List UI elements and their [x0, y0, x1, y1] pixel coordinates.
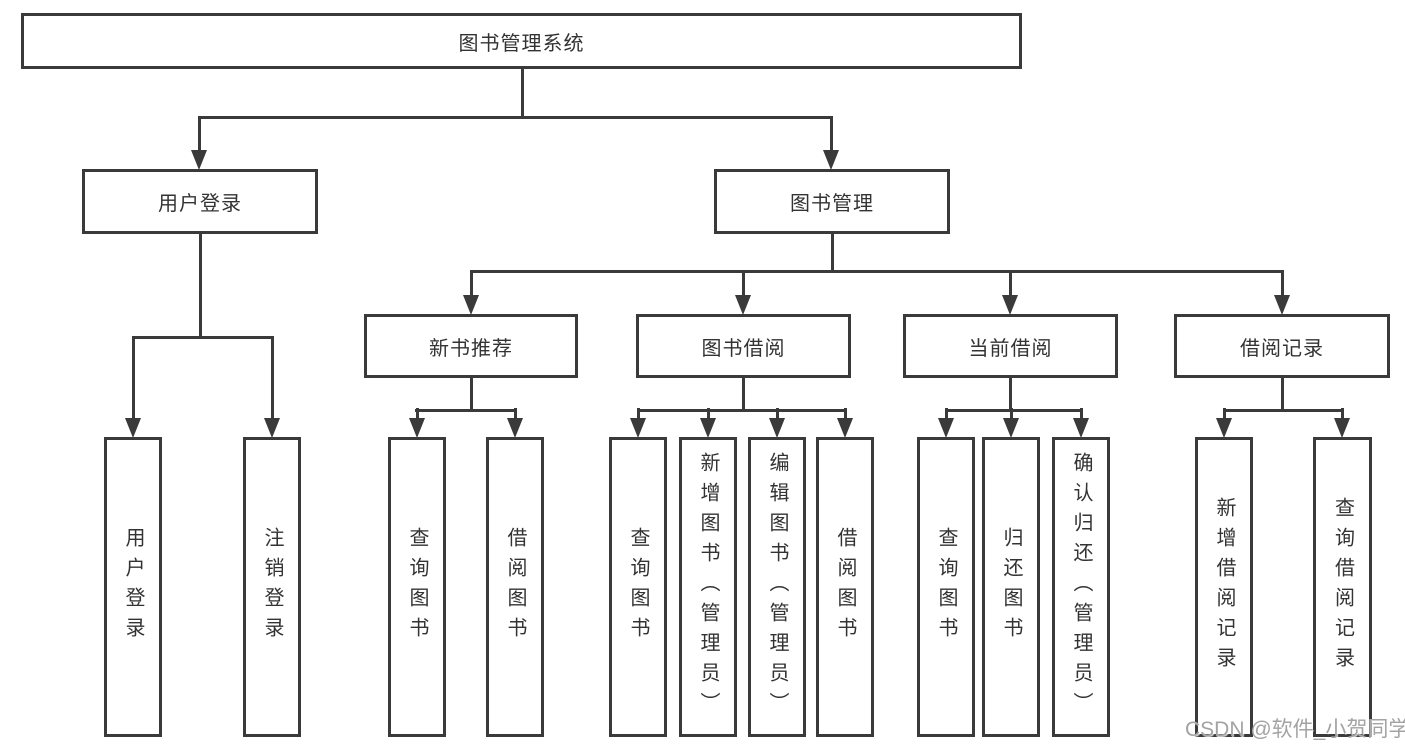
leaf-query-borrow-record: 查询借阅记录 [1313, 437, 1372, 737]
arrow-down-icon [1274, 271, 1290, 315]
arrow-down-icon [125, 337, 141, 438]
arrow-down-icon [837, 408, 853, 438]
connector-line [636, 408, 847, 412]
node-root: 图书管理系统 [21, 13, 1022, 69]
arrow-down-icon [1003, 408, 1019, 438]
arrow-down-icon [1002, 271, 1018, 315]
arrow-down-icon [769, 408, 785, 438]
leaf-user-login: 用户登录 [104, 437, 162, 737]
leaf-query-books-borrowing: 查询图书 [609, 437, 667, 737]
connector-line [1222, 408, 1344, 412]
connector-line [198, 233, 202, 338]
arrow-down-icon [1334, 408, 1350, 438]
arrow-down-icon [1216, 408, 1232, 438]
arrow-down-icon [463, 271, 479, 315]
connector-line [520, 69, 524, 118]
arrow-down-icon [735, 271, 751, 315]
connector-line [197, 115, 833, 119]
arrow-down-icon [409, 408, 425, 438]
leaf-add-book-admin: 新增图书（管理员） [679, 437, 737, 737]
leaf-borrow-books-recommend: 借阅图书 [486, 437, 544, 737]
node-book-management: 图书管理 [714, 169, 950, 234]
arrow-down-icon [191, 117, 207, 170]
arrow-down-icon [823, 117, 839, 170]
leaf-logout: 注销登录 [243, 437, 301, 737]
connector-line [944, 408, 1083, 412]
leaf-confirm-return-admin: 确认归还（管理员） [1052, 437, 1110, 737]
connector-line [131, 335, 274, 339]
arrow-down-icon [264, 337, 280, 438]
arrow-down-icon [700, 408, 716, 438]
connector-line [469, 377, 473, 410]
node-borrowing-records: 借阅记录 [1174, 314, 1390, 378]
leaf-add-borrow-record: 新增借阅记录 [1195, 437, 1253, 737]
leaf-edit-book-admin: 编辑图书（管理员） [748, 437, 806, 737]
connector-line [414, 408, 517, 412]
leaf-borrow-books-borrowing: 借阅图书 [816, 437, 874, 737]
connector-line [742, 377, 745, 410]
arrow-down-icon [507, 408, 523, 438]
arrow-down-icon [1073, 408, 1089, 438]
connector-line [469, 269, 1284, 273]
arrow-down-icon [938, 408, 954, 438]
node-new-book-recommendation: 新书推荐 [364, 314, 578, 378]
connector-line [1280, 377, 1284, 410]
connector-line [830, 233, 834, 272]
node-current-borrowing: 当前借阅 [903, 314, 1118, 378]
connector-line [1009, 377, 1012, 410]
csdn-watermark: CSDN @软件_小贺同学 [1185, 718, 1405, 741]
arrow-down-icon [630, 408, 646, 438]
leaf-query-books-recommend: 查询图书 [388, 437, 446, 737]
leaf-query-books-current: 查询图书 [917, 437, 975, 737]
leaf-return-books: 归还图书 [982, 437, 1040, 737]
node-user-login: 用户登录 [82, 169, 318, 234]
node-book-borrowing: 图书借阅 [636, 314, 851, 378]
